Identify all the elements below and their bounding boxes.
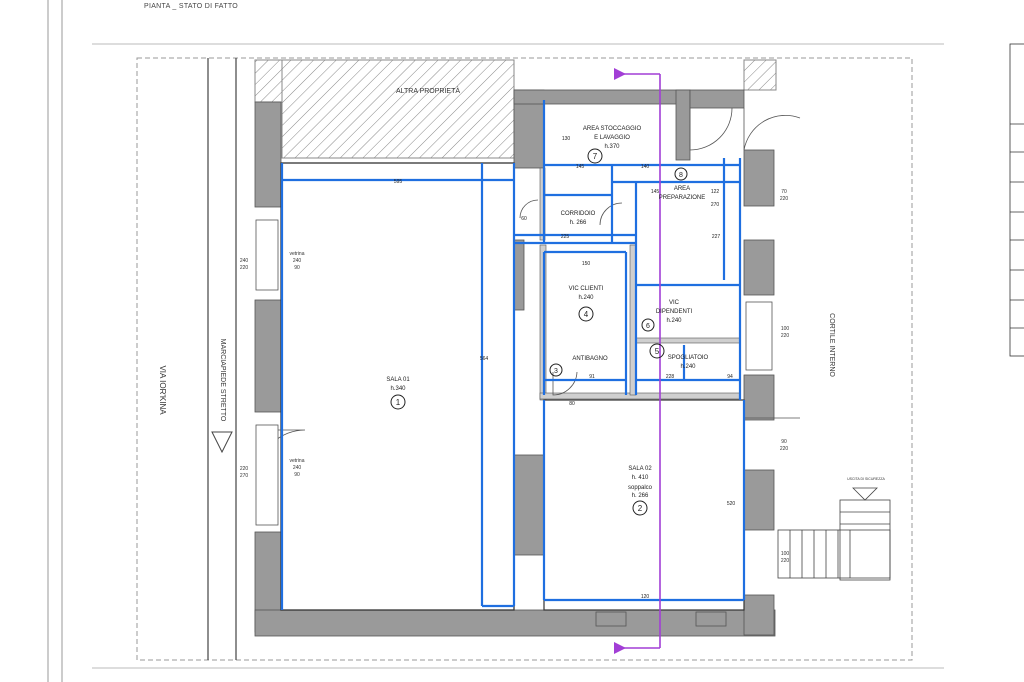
room-label: SALA 01 (386, 377, 410, 383)
opening-label: 220 (240, 265, 249, 271)
dimension-label: 520 (727, 501, 736, 507)
room-label: ANTIBAGNO (572, 356, 608, 362)
room-label: PREPARAZIONE (659, 195, 706, 201)
room-label: h.240 (578, 295, 594, 301)
opening-label: 220 (781, 558, 790, 564)
dimension-label: 270 (711, 202, 720, 208)
dimension-label: 145 (576, 164, 585, 170)
section-marker-bottom (614, 642, 626, 654)
opening-label: vetrina (289, 458, 304, 464)
dimension-label: 60 (521, 216, 527, 222)
room-number: 2 (638, 504, 643, 513)
dimension-label: 120 (641, 594, 650, 600)
room-number: 6 (646, 323, 650, 330)
opening-label: 90 (294, 265, 300, 271)
opening-label: vetrina (289, 251, 304, 257)
room-label: SPOGLIATOIO (668, 355, 709, 361)
room-label: h. 410 (632, 475, 649, 481)
opening-label: 220 (780, 446, 789, 452)
opening-label: 100 (781, 551, 790, 557)
room-number: 4 (584, 310, 589, 319)
room-label: VIC (669, 300, 680, 306)
dimension-label: 228 (666, 374, 675, 380)
legend-table (1009, 43, 1024, 357)
room-label: E LAVAGGIO (594, 135, 630, 141)
opening-label: 100 (781, 326, 790, 332)
dimension-label: 564 (480, 356, 489, 362)
room-label: AREA STOCCAGGIO (583, 126, 642, 132)
opening-label: 240 (240, 258, 249, 264)
entrance-marker (211, 431, 233, 454)
page-title: PIANTA _ STATO DI FATTO (144, 3, 239, 10)
staircase (777, 487, 891, 581)
room-label: AREA (674, 186, 690, 192)
dimension-label: 80 (569, 401, 575, 407)
room-label: soppalco (628, 485, 653, 491)
dimension-label: 227 (712, 234, 721, 240)
opening-label: 90 (781, 439, 787, 445)
section-marker-top (614, 68, 626, 80)
property-boundary (136, 57, 913, 661)
room-number-circles (390, 148, 688, 516)
dimension-label: 122 (711, 189, 720, 195)
opening-label: 220 (240, 466, 249, 472)
neighbor-label: ALTRA PROPRIETÀ (396, 86, 460, 95)
street-label: VIA IOR'KINA (158, 365, 167, 415)
opening-label: 220 (780, 196, 789, 202)
room-label: VIC CLIENTI (569, 286, 604, 292)
dimension-label: 595 (394, 179, 403, 185)
section-line (620, 73, 661, 649)
room-number: 5 (655, 347, 660, 356)
dimension-label: 140 (641, 164, 650, 170)
exit-sign-label: USCITA DI SICUREZZA (847, 477, 885, 481)
room-label: h.370 (604, 144, 620, 150)
courtyard-label: CORTILE INTERNO (828, 313, 835, 377)
dimension-label: 91 (589, 374, 595, 380)
room-label: DIPENDENTI (656, 309, 693, 315)
dimension-label: 225 (561, 234, 570, 240)
room-number: 3 (554, 368, 558, 375)
window-openings (255, 219, 773, 526)
opening-label: 220 (781, 333, 790, 339)
room-label: h. 266 (570, 220, 587, 226)
room-label: h.240 (666, 318, 682, 324)
dimension-label: 145 (651, 189, 660, 195)
room-label: h.240 (680, 364, 696, 370)
opening-labels: 240 220 220 270 vetrina 240 90 vetrina 2… (240, 189, 790, 564)
dimension-lines (280, 100, 746, 610)
room-number: 1 (396, 398, 401, 407)
dimension-numbers: 595 564 150 145 140 145 122 270 225 227 … (394, 136, 736, 600)
room-number: 8 (679, 172, 683, 179)
room-number: 7 (593, 152, 598, 161)
exterior-walls (254, 89, 776, 637)
room-label: h.340 (390, 386, 406, 392)
opening-label: 70 (781, 189, 787, 195)
room-label: SALA 02 (628, 466, 652, 472)
dimension-label: 94 (727, 374, 733, 380)
neighbor-property-hatch (281, 59, 515, 159)
opening-label: 240 (293, 465, 302, 471)
sala-02-outline (543, 399, 745, 611)
dimension-label: 150 (582, 261, 591, 267)
opening-label: 270 (240, 473, 249, 479)
dimension-label: 130 (562, 136, 571, 142)
sidewalk-label: MARCIAPIEDE STRETTO (219, 339, 226, 422)
opening-label: 90 (294, 472, 300, 478)
opening-label: 240 (293, 258, 302, 264)
room-label: CORRIDOIO (561, 211, 596, 217)
room-label: h. 266 (632, 493, 649, 499)
room-labels: SALA 01 h.340 1 SALA 02 h. 410 soppalco … (386, 126, 708, 513)
